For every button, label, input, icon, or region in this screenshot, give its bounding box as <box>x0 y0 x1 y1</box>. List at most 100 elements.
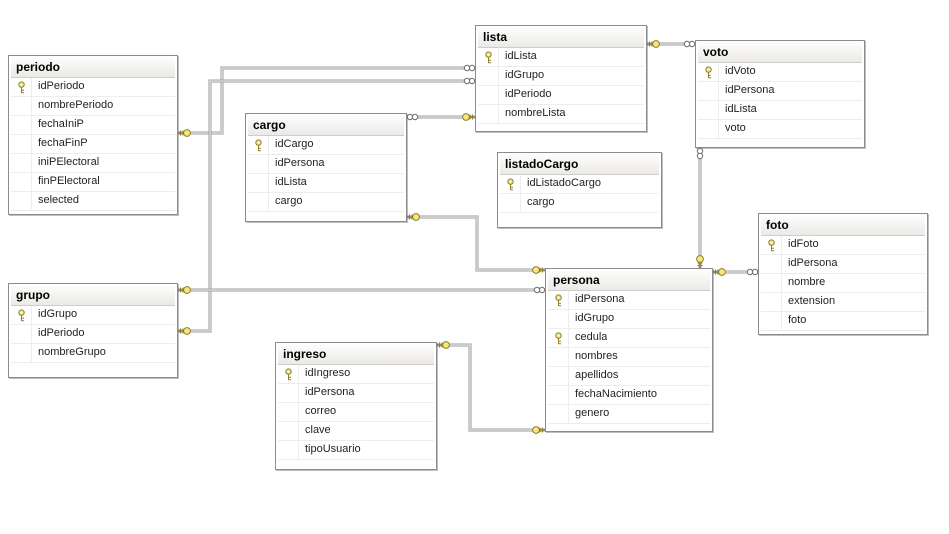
field-row-foto-idPersona[interactable]: idPersona <box>761 255 925 274</box>
primary-key-icon <box>506 177 514 190</box>
table-title-foto[interactable]: foto <box>761 216 925 236</box>
field-row-persona-idPersona[interactable]: idPersona <box>548 291 710 310</box>
primary-key-cell <box>548 291 569 309</box>
relation-cargo-persona[interactable] <box>407 213 545 274</box>
relation-lista-voto[interactable] <box>647 40 696 48</box>
field-row-periodo-fechaFinP[interactable]: fechaFinP <box>11 135 175 154</box>
field-row-cargo-idLista[interactable]: idLista <box>248 174 404 193</box>
primary-key-cell <box>698 63 719 81</box>
field-name: nombreGrupo <box>38 346 106 358</box>
key-end-icon <box>183 129 191 137</box>
field-row-persona-genero[interactable]: genero <box>548 405 710 424</box>
field-row-cargo-idPersona[interactable]: idPersona <box>248 155 404 174</box>
relation-grupo-lista[interactable] <box>178 77 476 335</box>
field-row-persona-fechaNacimiento[interactable]: fechaNacimiento <box>548 386 710 405</box>
field-row-persona-apellidos[interactable]: apellidos <box>548 367 710 386</box>
field-row-lista-idPeriodo[interactable]: idPeriodo <box>478 86 644 105</box>
field-row-voto-idPersona[interactable]: idPersona <box>698 82 862 101</box>
field-row-grupo-nombreGrupo[interactable]: nombreGrupo <box>11 344 175 363</box>
field-row-grupo-idPeriodo[interactable]: idPeriodo <box>11 325 175 344</box>
key-end-icon <box>718 268 726 276</box>
field-row-cargo-idCargo[interactable]: idCargo <box>248 136 404 155</box>
field-row-lista-idGrupo[interactable]: idGrupo <box>478 67 644 86</box>
table-title-periodo[interactable]: periodo <box>11 58 175 78</box>
primary-key-icon <box>484 50 492 63</box>
field-name: tipoUsuario <box>305 443 361 455</box>
table-title-persona[interactable]: persona <box>548 271 710 291</box>
table-title-cargo[interactable]: cargo <box>248 116 404 136</box>
field-row-foto-foto[interactable]: foto <box>761 312 925 331</box>
field-row-persona-idGrupo[interactable]: idGrupo <box>548 310 710 329</box>
relation-cargo-lista[interactable] <box>406 113 475 121</box>
field-row-voto-voto[interactable]: voto <box>698 120 862 139</box>
field-row-periodo-idPeriodo[interactable]: idPeriodo <box>11 78 175 97</box>
field-row-foto-nombre[interactable]: nombre <box>761 274 925 293</box>
field-row-voto-idVoto[interactable]: idVoto <box>698 63 862 82</box>
field-name: idPersona <box>725 84 775 96</box>
relation-periodo-lista[interactable] <box>178 64 476 137</box>
relation-voto-persona[interactable] <box>696 147 704 268</box>
table-title-lista[interactable]: lista <box>478 28 644 48</box>
field-row-voto-idLista[interactable]: idLista <box>698 101 862 120</box>
field-row-grupo-idGrupo[interactable]: idGrupo <box>11 306 175 325</box>
field-name: iniPElectoral <box>38 156 100 168</box>
field-row-lista-nombreLista[interactable]: nombreLista <box>478 105 644 124</box>
table-title-listadoCargo[interactable]: listadoCargo <box>500 155 659 175</box>
relation-line[interactable] <box>437 343 545 432</box>
key-cell <box>698 82 719 100</box>
field-row-persona-nombres[interactable]: nombres <box>548 348 710 367</box>
field-row-listadoCargo-cargo[interactable]: cargo <box>500 194 659 213</box>
key-cell <box>11 192 32 210</box>
field-row-periodo-nombrePeriodo[interactable]: nombrePeriodo <box>11 97 175 116</box>
field-row-periodo-selected[interactable]: selected <box>11 192 175 211</box>
relation-persona-foto[interactable] <box>713 268 759 276</box>
infinity-end-icon <box>463 64 471 72</box>
field-name: fechaNacimiento <box>575 388 657 400</box>
key-end-icon <box>652 40 660 48</box>
field-row-ingreso-correo[interactable]: correo <box>278 403 434 422</box>
field-row-periodo-fechaIniP[interactable]: fechaIniP <box>11 116 175 135</box>
key-cell <box>761 255 782 273</box>
key-cell <box>11 135 32 153</box>
table-title-grupo[interactable]: grupo <box>11 286 175 306</box>
primary-key-cell <box>11 78 32 96</box>
key-cell <box>11 173 32 191</box>
field-row-ingreso-tipoUsuario[interactable]: tipoUsuario <box>278 441 434 460</box>
field-row-listadoCargo-idListadoCargo[interactable]: idListadoCargo <box>500 175 659 194</box>
field-name: idPersona <box>788 257 838 269</box>
relation-ingreso-persona[interactable] <box>437 341 545 434</box>
field-list: idGrupo idPeriodo nombreGrupo <box>11 306 175 363</box>
key-cell <box>548 367 569 385</box>
field-row-periodo-finPElectoral[interactable]: finPElectoral <box>11 173 175 192</box>
field-row-foto-idFoto[interactable]: idFoto <box>761 236 925 255</box>
table-title-voto[interactable]: voto <box>698 43 862 63</box>
field-row-periodo-iniPElectoral[interactable]: iniPElectoral <box>11 154 175 173</box>
field-row-persona-cedula[interactable]: cedula <box>548 329 710 348</box>
field-row-ingreso-idIngreso[interactable]: idIngreso <box>278 365 434 384</box>
field-name: idGrupo <box>505 69 545 81</box>
relation-line-center <box>407 216 545 271</box>
field-row-ingreso-clave[interactable]: clave <box>278 422 434 441</box>
field-name: idPeriodo <box>38 327 85 339</box>
field-row-lista-idLista[interactable]: idLista <box>478 48 644 67</box>
relation-grupo-persona[interactable] <box>178 286 546 294</box>
field-row-cargo-cargo[interactable]: cargo <box>248 193 404 212</box>
table-title-ingreso[interactable]: ingreso <box>278 345 434 365</box>
key-end-icon <box>412 213 420 221</box>
key-end-icon <box>532 266 540 274</box>
primary-key-cell <box>11 306 32 324</box>
field-row-ingreso-idPersona[interactable]: idPersona <box>278 384 434 403</box>
field-row-foto-extension[interactable]: extension <box>761 293 925 312</box>
